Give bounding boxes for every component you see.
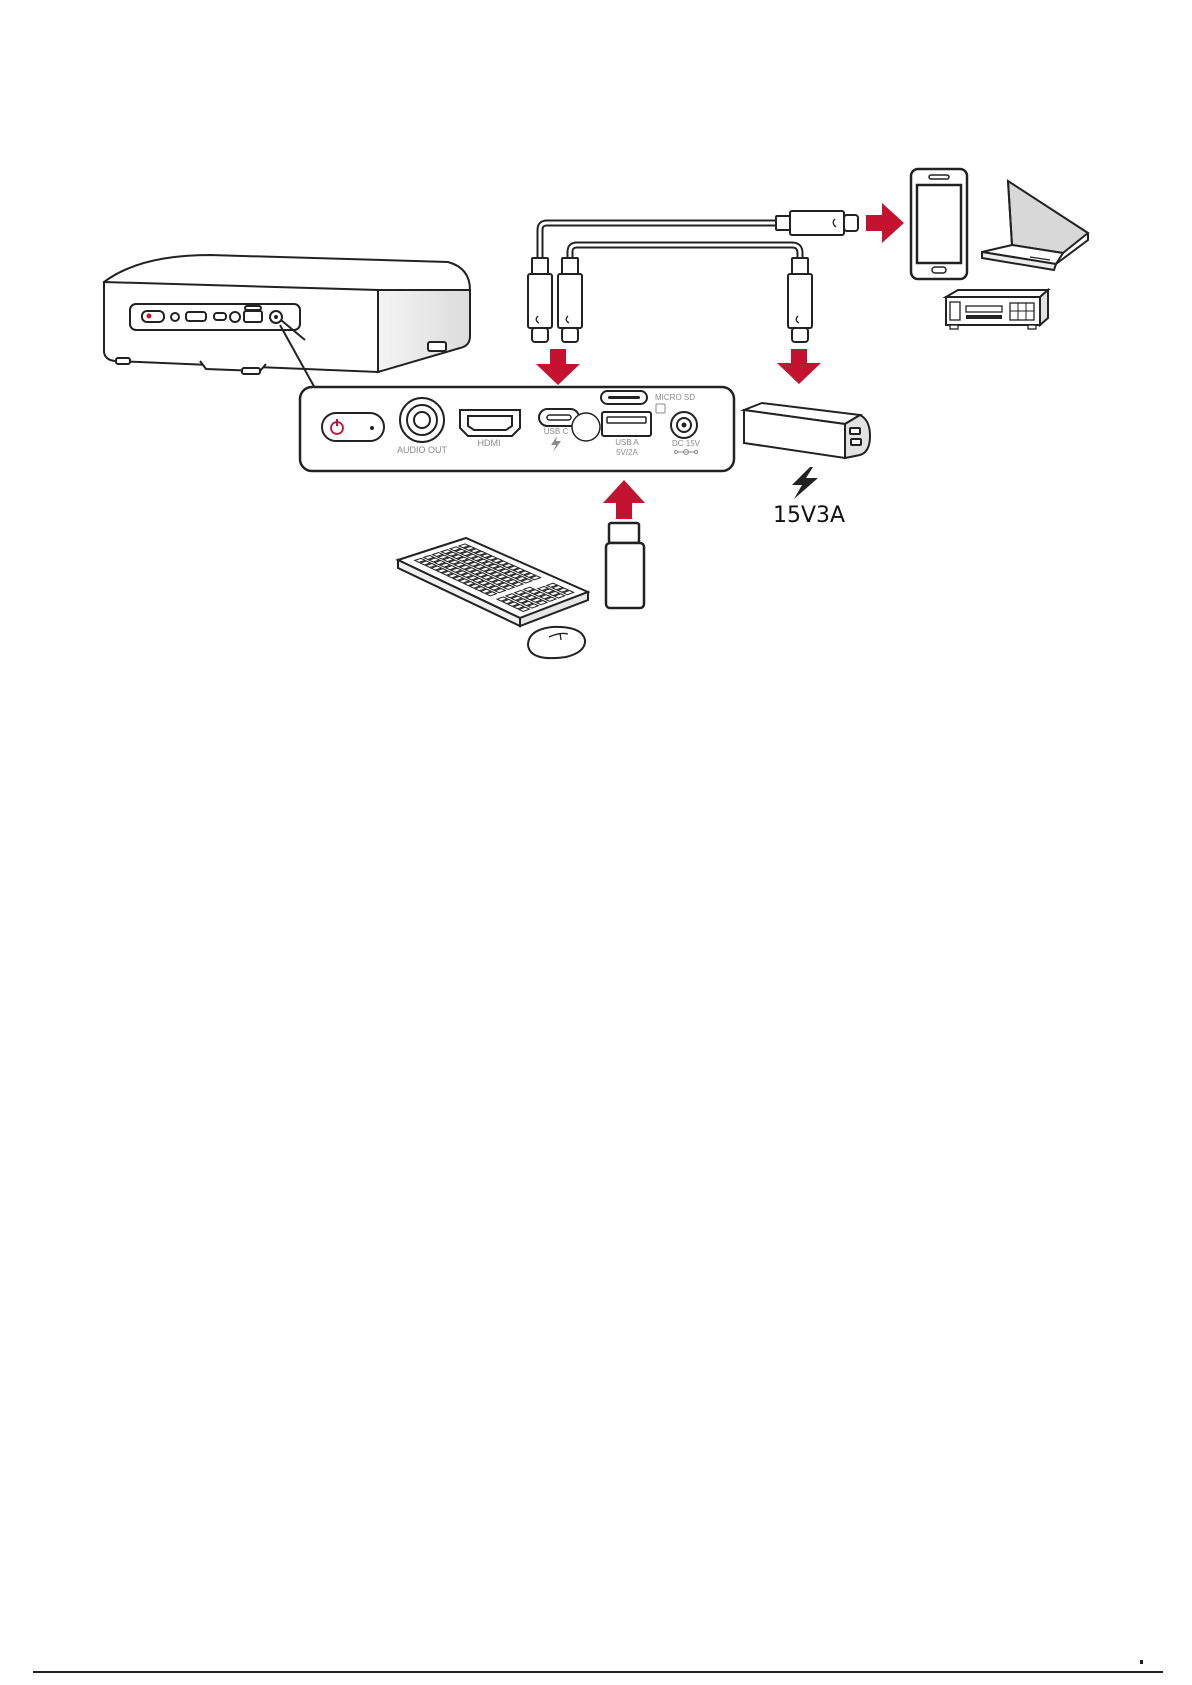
usb-c-label: USB C xyxy=(544,427,569,436)
power-button xyxy=(322,413,384,441)
usb-c-y-cable xyxy=(528,211,858,342)
keyboard xyxy=(398,538,588,626)
micro-sd-slot xyxy=(601,391,647,404)
usb-a-rating-label: 5V/2A xyxy=(616,448,638,457)
arrow-right-devices xyxy=(866,203,904,243)
micro-sd-label: MICRO SD xyxy=(655,393,695,402)
arrow-up-usb-a xyxy=(603,480,645,519)
audio-out-label: AUDIO OUT xyxy=(397,445,448,455)
arrow-down-usb-c xyxy=(536,349,580,385)
usb-flash-drive xyxy=(606,523,644,608)
power-bank xyxy=(744,403,870,458)
dc-label: DC 15V xyxy=(672,439,701,448)
cable-plug-device-end xyxy=(776,211,858,235)
audio-out-port xyxy=(400,398,444,442)
cable-plug-right xyxy=(788,258,812,342)
footer-tick xyxy=(1140,1660,1143,1664)
mouse xyxy=(528,627,585,658)
usb-a-port xyxy=(602,412,651,436)
hdmi-label: HDMI xyxy=(478,438,501,448)
hdmi-port xyxy=(460,410,520,436)
cable-plug-middle xyxy=(558,258,582,342)
arrow-down-power-bank xyxy=(777,349,821,384)
cable-plug-left xyxy=(528,258,552,342)
laptop xyxy=(982,181,1088,270)
power-bank-charge-icon xyxy=(792,467,818,499)
port-panel: AUDIO OUT HDMI USB C MICRO SD USB A 5V/2… xyxy=(300,387,734,471)
media-player xyxy=(946,290,1048,329)
ir-sensor xyxy=(572,413,600,441)
dc-port xyxy=(671,412,697,438)
power-bank-rating: 15V3A xyxy=(773,503,845,528)
projector xyxy=(104,255,470,374)
footer-rule xyxy=(33,1671,1163,1673)
usb-a-label: USB A xyxy=(615,438,639,447)
smartphone xyxy=(911,169,967,279)
